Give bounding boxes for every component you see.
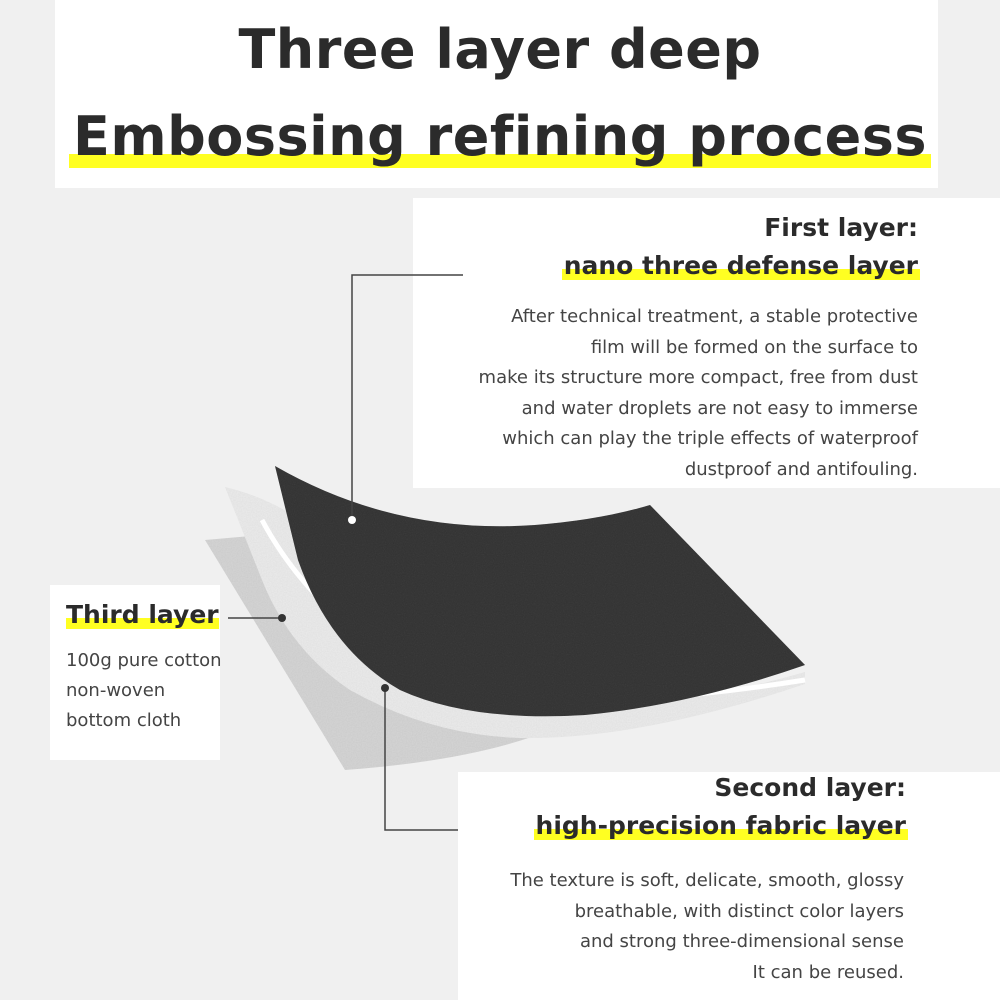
second-layer-line: It can be reused. xyxy=(752,961,904,983)
first-layer-line: and water droplets are not easy to immer… xyxy=(521,397,918,419)
second-layer-line: breathable, with distinct color layers xyxy=(574,900,904,922)
first-layer-subheading: nano three defense layer xyxy=(561,251,920,280)
page-title-line2: Embossing refining process xyxy=(68,105,931,168)
first-layer-line: film will be formed on the surface to xyxy=(590,336,918,358)
third-layer-heading: Third layer xyxy=(66,600,219,629)
first-layer-panel xyxy=(413,198,1000,488)
page-title-line1: Three layer deep xyxy=(238,18,762,81)
third-layer-heading-wrap: Third layer xyxy=(66,600,219,629)
page-title-line2-wrap: Embossing refining process xyxy=(0,105,1000,168)
first-layer-line: After technical treatment, a stable prot… xyxy=(511,306,918,327)
second-layer-line: and strong three-dimensional sense xyxy=(579,931,904,952)
first-layer-description: After technical treatment, a stable prot… xyxy=(479,302,918,485)
third-layer-line: bottom cloth xyxy=(66,710,182,731)
first-layer-line: dustproof and antifouling. xyxy=(684,458,918,480)
third-layer-line: non-woven xyxy=(66,680,166,701)
second-layer-fabric xyxy=(225,487,805,739)
third-layer-line: 100g pure cotton xyxy=(66,650,222,671)
second-layer-subheading-wrap: high-precision fabric layer xyxy=(533,811,908,840)
second-layer-leader-line xyxy=(384,690,458,831)
first-layer-leader-line xyxy=(351,274,463,518)
third-layer-marker-dot xyxy=(278,614,286,622)
first-layer-line: which can play the triple effects of wat… xyxy=(502,428,918,449)
second-layer-marker-dot xyxy=(381,684,389,692)
third-layer-fabric xyxy=(205,535,600,770)
first-layer-line: make its structure more compact, free fr… xyxy=(478,367,918,388)
second-layer-subheading: high-precision fabric layer xyxy=(533,811,908,840)
third-layer-description: 100g pure cotton non-woven bottom cloth xyxy=(66,646,222,736)
second-layer-line: The texture is soft, delicate, smooth, g… xyxy=(510,870,904,891)
first-layer-fabric xyxy=(275,466,805,717)
second-layer-panel xyxy=(458,772,1000,1000)
second-layer-heading: Second layer: xyxy=(714,773,906,802)
first-layer-heading: First layer: xyxy=(764,213,918,242)
first-layer-subheading-wrap: nano three defense layer xyxy=(561,251,920,280)
first-layer-marker-dot xyxy=(348,516,356,524)
second-layer-description: The texture is soft, delicate, smooth, g… xyxy=(510,866,904,988)
